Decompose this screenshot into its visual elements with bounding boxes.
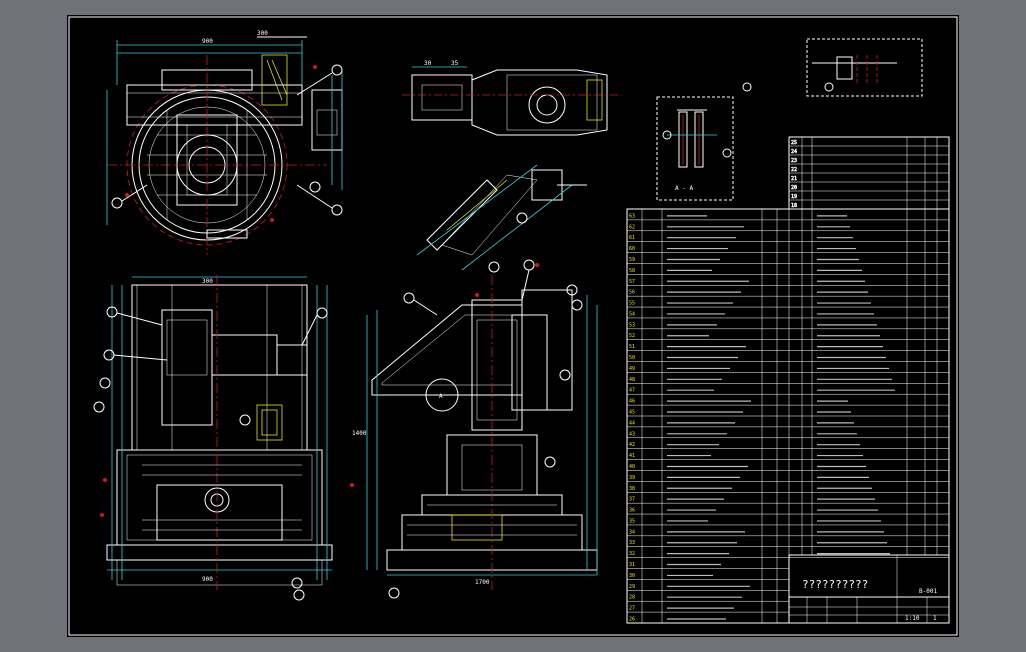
parts-list-row-number: 36 [629,508,635,514]
section-view-a: A - A [656,96,734,201]
sheet-border [68,16,958,636]
part-balloons [93,64,834,601]
parts-list-row-number: 24 [791,149,797,155]
parts-list-row-number: 55 [629,301,635,307]
parts-list-row-number: 20 [791,185,797,191]
section-view-b [806,38,923,97]
parts-list-row-number: 46 [629,399,635,405]
parts-list-row-number: 23 [791,158,797,164]
dim-bottom-left-a: 300 [202,278,213,285]
title-block-title: ?????????? [802,578,868,591]
parts-list-row-number: 50 [629,355,635,361]
parts-list-row-number: 30 [629,573,635,579]
dim-top-left-sub: 300 [257,30,268,37]
parts-list-row-number: 49 [629,366,635,372]
title-block-scale: 1:10 [905,615,920,622]
title-block: ?????????? B-001 1:10 1 [788,554,950,624]
parts-list-row-number: 33 [629,540,635,546]
callout-a: A [439,393,443,400]
parts-list-row-number: 26 [629,617,635,623]
top-center-side-view: 30 35 [402,60,622,136]
parts-list-row-number: 61 [629,235,635,241]
parts-list-row-number: 19 [791,194,797,200]
parts-list-row-number: 29 [629,584,635,590]
parts-list-main: 63 62 61 60 59 58 57 56 55 54 53 52 51 50 49 48 47 46 45 44… [626,208,950,624]
drawing-sheet: 900 300 30 35 A - A [67,15,959,637]
cad-drawing: 900 300 30 35 A - A [68,16,958,636]
dim-top-center-b: 35 [451,60,459,67]
dim-bottom-left-b: 900 [202,576,213,583]
parts-list-row-number: 32 [629,551,635,557]
parts-list-row-number: 51 [629,344,635,350]
parts-list-row-number: 48 [629,377,635,383]
parts-list-row-number: 40 [629,464,635,470]
parts-list-row-number: 18 [791,203,797,209]
parts-list-row-number: 22 [791,167,797,173]
parts-list-row-number: 60 [629,246,635,252]
parts-list-row-number: 43 [629,431,635,437]
diagonal-arm-detail [416,164,587,271]
parts-list-row-number: 39 [629,475,635,481]
parts-list-row-number: 28 [629,595,635,601]
parts-list-row-number: 27 [629,606,635,612]
red-markers [100,65,539,517]
dim-bottom-center-width: 1700 [475,579,490,586]
parts-list-row-number: 45 [629,410,635,416]
bottom-left-front-elevation: 300 900 [106,275,333,590]
top-left-plan-view: 900 300 [106,30,343,255]
parts-list-row-number: 54 [629,311,635,317]
parts-list-row-number: 38 [629,486,635,492]
parts-list-row-number: 53 [629,322,635,328]
parts-list-row-number: 47 [629,388,635,394]
parts-list-row-number: 31 [629,562,635,568]
parts-list-row-number: 44 [629,420,635,426]
parts-list-row-number: 34 [629,529,635,535]
parts-list-row-number: 63 [629,213,635,219]
bottom-center-side-elevation: A 1700 1400 [352,275,598,590]
parts-list-row-number: 62 [629,224,635,230]
title-block-drawing-no: B-001 [919,588,937,595]
parts-list-row-number: 59 [629,257,635,263]
parts-list-row-number: 42 [629,442,635,448]
parts-list-row-number: 35 [629,518,635,524]
parts-list-row-number: 25 [791,140,797,146]
parts-list-row-number: 52 [629,333,635,339]
parts-list-row-number: 41 [629,453,635,459]
dim-top-left-width: 900 [202,38,213,45]
parts-list-upper: 25 24 23 22 21 20 19 18 [788,136,950,210]
parts-list-row-number: 21 [791,176,797,182]
section-label-a: A - A [675,185,693,192]
parts-list-row-number: 37 [629,497,635,503]
dim-top-center-a: 30 [424,60,432,67]
title-block-sheet: 1 [933,615,937,622]
parts-list-row-number: 57 [629,279,635,285]
dim-bottom-center-height: 1400 [352,430,367,437]
parts-list-row-number: 56 [629,290,635,296]
parts-list-row-number: 58 [629,268,635,274]
